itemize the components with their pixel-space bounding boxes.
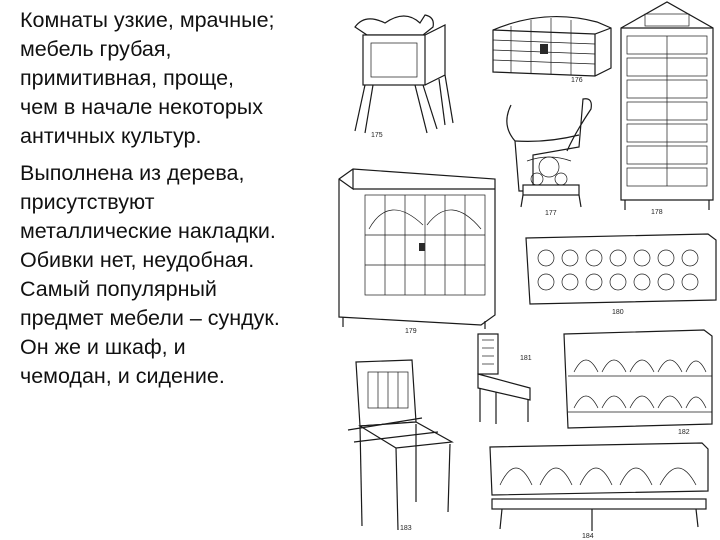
- text-line: предмет мебели – сундук.: [20, 306, 280, 330]
- figure-number-178: 178: [651, 209, 663, 216]
- text-line: присутствуют: [20, 190, 155, 214]
- figure-number-177: 177: [545, 210, 557, 217]
- text-line: металлические накладки.: [20, 219, 276, 243]
- figure-number-182: 182: [678, 429, 690, 436]
- figure-number-175: 175: [371, 132, 383, 139]
- text-line: Комнаты узкие, мрачные;: [20, 8, 275, 32]
- figure-number-176: 176: [571, 77, 583, 83]
- figure-number-181: 181: [520, 355, 532, 362]
- figure-179-wardrobe: 179: [335, 165, 500, 335]
- text-block: Комнаты узкие, мрачные; мебель грубая, п…: [20, 6, 350, 391]
- figure-181-turned-chair: 181: [470, 330, 550, 430]
- text-line: Самый популярный: [20, 277, 217, 301]
- figure-number-184: 184: [582, 533, 594, 540]
- figure-number-180: 180: [612, 309, 624, 316]
- text-line: Обивки нет, неудобная.: [20, 248, 255, 272]
- text-line: мебель грубая,: [20, 37, 172, 61]
- figure-number-183: 183: [400, 525, 412, 532]
- figure-178-cabinet: 178: [615, 0, 720, 218]
- text-line: чемодан, и сидение.: [20, 364, 225, 388]
- text-line: чем в начале некоторых: [20, 95, 263, 119]
- figure-180-carved-chest: 180: [522, 230, 720, 316]
- figure-183-armchair: 183: [342, 352, 462, 540]
- figure-175-stool: 175: [345, 5, 465, 145]
- text-line: античных культур.: [20, 124, 202, 148]
- figure-177-carved-chair: 177: [497, 95, 602, 220]
- figure-182-gothic-chest: 182: [560, 328, 715, 440]
- text-line: примитивная, проще,: [20, 66, 235, 90]
- paragraph-2: Выполнена из дерева, присутствуют металл…: [20, 159, 350, 391]
- text-line: Он же и шкаф, и: [20, 335, 186, 359]
- figure-184-arcaded-bench: 184: [482, 437, 712, 540]
- paragraph-1: Комнаты узкие, мрачные; мебель грубая, п…: [20, 6, 350, 151]
- figure-number-179: 179: [405, 328, 417, 335]
- text-line: Выполнена из дерева,: [20, 161, 245, 185]
- figure-176-chest: 176: [485, 8, 620, 83]
